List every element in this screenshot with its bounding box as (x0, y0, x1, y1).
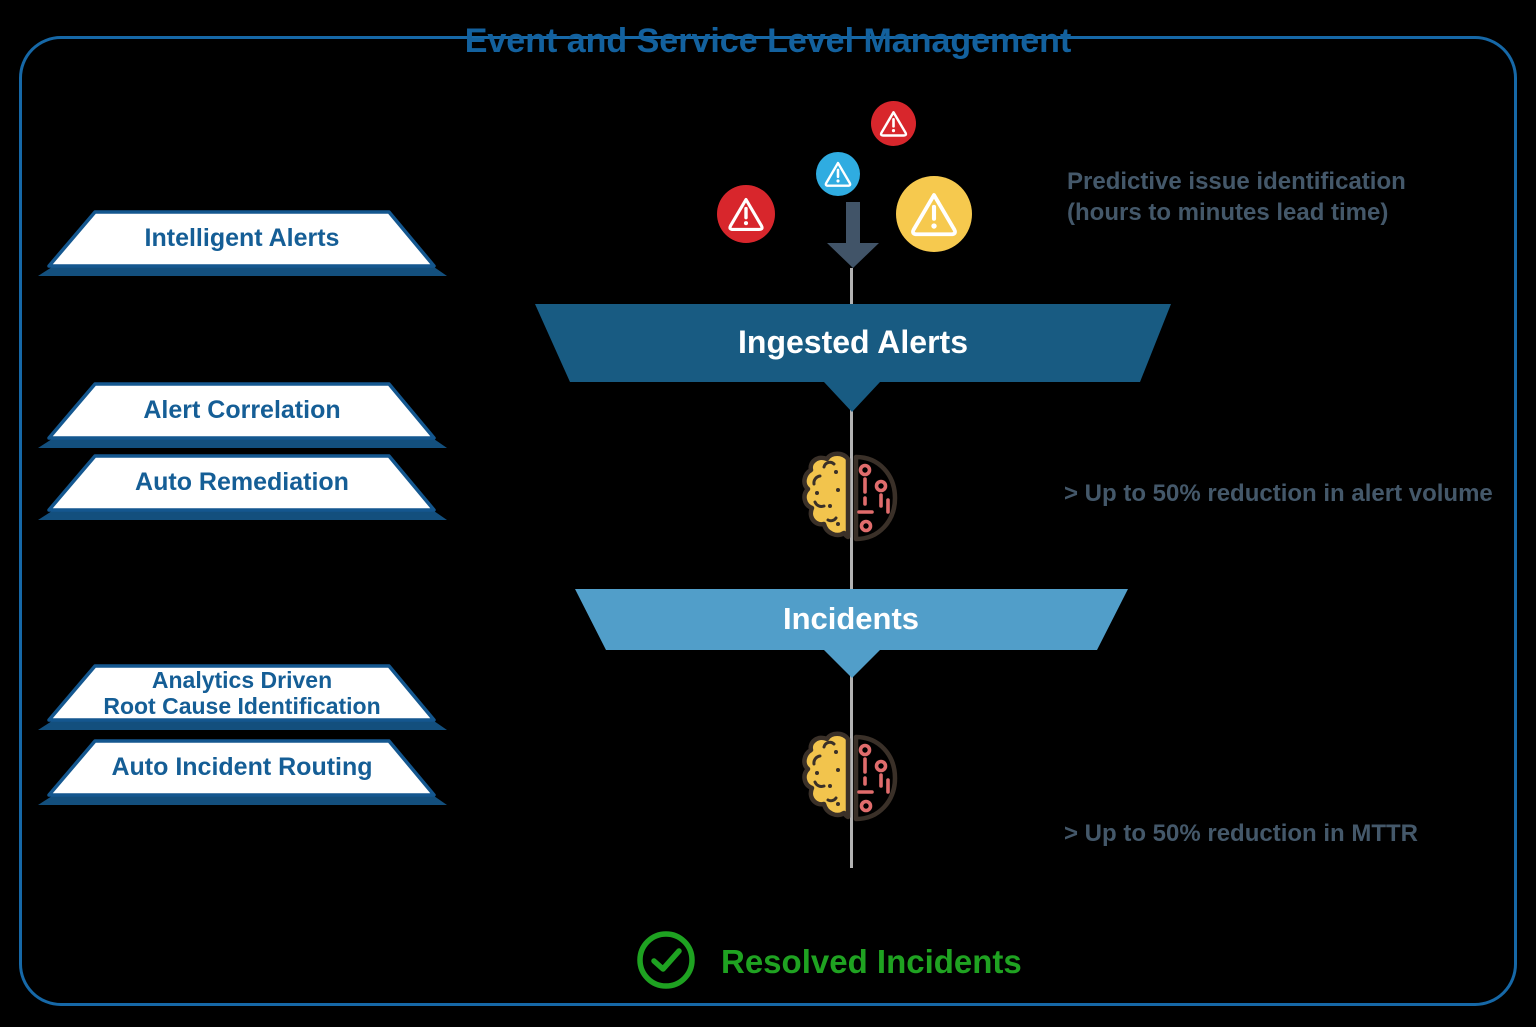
exclamation-dot (836, 179, 840, 183)
diagram-title: Event and Service Level Management (464, 22, 1072, 60)
funnel-incidents: Incidents (570, 588, 1132, 680)
funnel-ingested-alerts: Ingested Alerts (530, 303, 1176, 415)
step-shape (38, 664, 447, 730)
step-base-bar (38, 796, 447, 805)
warning-triangle-blue-icon (816, 152, 860, 196)
funnel-label: Incidents (782, 601, 920, 636)
brain-circuit-traces (857, 463, 890, 533)
step-base-bar (38, 267, 447, 276)
step-trapezoid (47, 382, 436, 440)
annotation-predictive: Predictive issue identification (hours t… (1067, 166, 1406, 228)
step-trapezoid (47, 210, 436, 268)
step-label: Analytics Driven Root Cause Identificati… (38, 665, 446, 720)
step-base-bar (38, 721, 447, 730)
step-trapezoid (47, 739, 436, 797)
step-analytics-root-cause: Analytics Driven Root Cause Identificati… (38, 663, 458, 733)
warning-triangle-red-small-icon (871, 101, 916, 146)
brain-folds (812, 460, 838, 523)
step-shape (38, 210, 447, 276)
check-circle-ring (637, 931, 695, 989)
arrow-down-icon (827, 202, 879, 268)
step-base-bar (38, 511, 447, 520)
annotation-line1: Predictive issue identification (1067, 168, 1406, 195)
funnel-polygon (575, 589, 1128, 678)
funnel-shape (575, 589, 1128, 678)
step-base-bar (38, 439, 447, 448)
outer-frame (19, 36, 1517, 1006)
step-label: Alert Correlation (143, 396, 341, 424)
step-shape (38, 739, 447, 805)
step-label-line2: Root Cause Identification (103, 692, 381, 719)
exclamation-dot (891, 129, 896, 133)
funnel-label: Ingested Alerts (738, 324, 968, 360)
connector-line (850, 268, 853, 868)
annotation-line2: (hours to minutes lead time) (1067, 199, 1389, 226)
step-label: Intelligent Alerts (144, 224, 340, 252)
warning-triangle-red-icon (717, 185, 775, 243)
funnel-polygon (535, 304, 1171, 412)
step-label: Auto Remediation (135, 468, 349, 496)
brain-folds (812, 740, 838, 803)
exclamation-dot (931, 223, 937, 229)
triangle-glyph (824, 161, 852, 187)
step-trapezoid (47, 664, 436, 722)
brain-left-hemisphere (802, 731, 851, 820)
step-trapezoid (47, 454, 436, 512)
brain-dots (815, 750, 840, 806)
step-shape (38, 454, 447, 520)
annotation-alert-volume: > Up to 50% reduction in alert volume (1064, 480, 1493, 507)
exclamation-dot (743, 221, 749, 226)
step-intelligent-alerts: Intelligent Alerts (38, 209, 458, 279)
brain-half-circuit-icon (802, 451, 898, 542)
brain-dots (815, 470, 840, 526)
warning-triangle-yellow-icon (896, 176, 972, 252)
check-circle-icon (637, 931, 695, 989)
brain-circuit-traces (857, 743, 890, 813)
arrow-shape (827, 202, 879, 268)
check-mark (651, 948, 682, 972)
step-shape (38, 382, 447, 448)
brain-half-circuit-icon (802, 731, 898, 822)
triangle-glyph (728, 197, 764, 232)
brain-right-hemisphere (853, 454, 898, 542)
triangle-glyph (911, 193, 957, 237)
step-label-line1: Analytics Driven (151, 666, 333, 693)
brain-left-hemisphere (802, 451, 851, 540)
funnel-shape (535, 304, 1171, 412)
annotation-mttr: > Up to 50% reduction in MTTR (1064, 820, 1419, 847)
step-auto-remediation: Auto Remediation (38, 453, 458, 523)
resolved-incidents-label: Resolved Incidents (721, 943, 1022, 980)
step-auto-incident-routing: Auto Incident Routing (38, 738, 458, 808)
step-label: Auto Incident Routing (111, 753, 373, 781)
brain-right-hemisphere (853, 734, 898, 822)
step-alert-correlation: Alert Correlation (38, 381, 458, 451)
triangle-glyph (879, 111, 908, 137)
